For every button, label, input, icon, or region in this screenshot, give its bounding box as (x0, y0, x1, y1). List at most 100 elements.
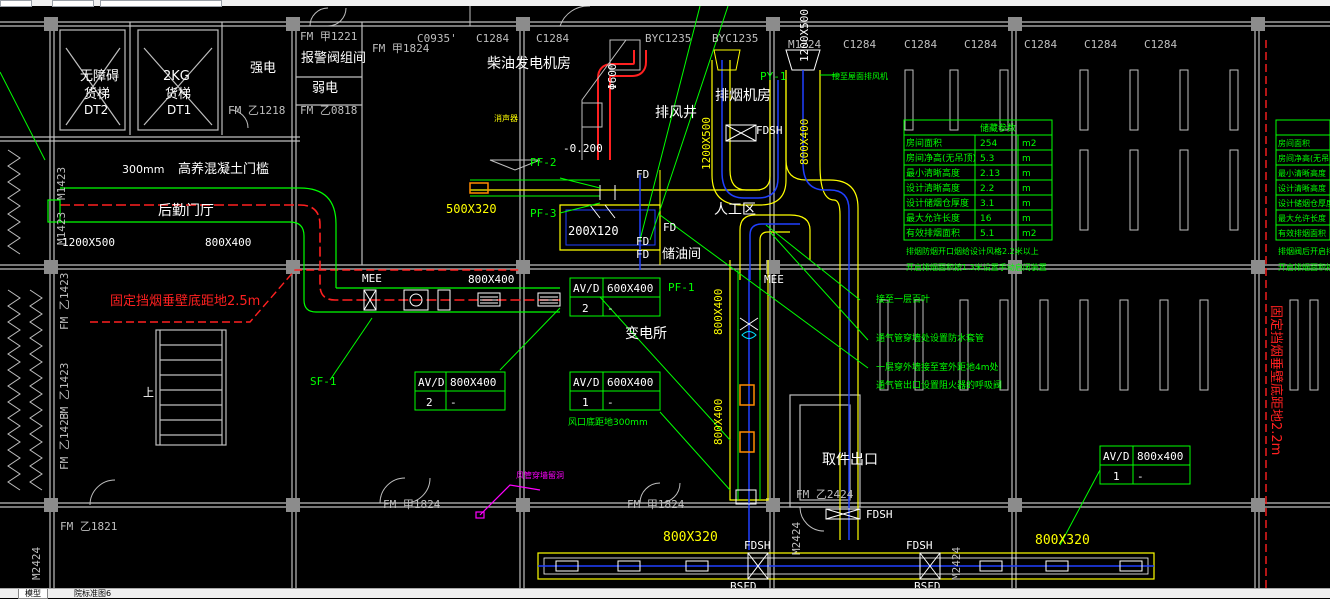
svg-text:SF-1: SF-1 (310, 375, 337, 388)
svg-text:FDSH: FDSH (744, 539, 771, 552)
svg-text:有效排烟面积: 有效排烟面积 (906, 227, 960, 239)
room-label: 排风井 (655, 105, 697, 121)
svg-text:1200X500: 1200X500 (700, 117, 713, 170)
svg-text:800X320: 800X320 (663, 530, 718, 545)
svg-text:500X320: 500X320 (446, 202, 497, 216)
exhaust-duct-main (711, 49, 861, 550)
svg-text:FM 甲1824: FM 甲1824 (372, 42, 430, 55)
av-table-1 (569, 277, 661, 317)
svg-text:FDSH: FDSH (866, 508, 893, 521)
svg-text:BSFD: BSFD (730, 580, 757, 588)
door-tags: FM 甲1221 FM 甲1824 C0935' C1284 C1284 BYC… (30, 30, 1177, 580)
room-label: 后勤门厅 (158, 203, 214, 219)
svg-text:-0.200: -0.200 (563, 142, 603, 155)
tab-model[interactable]: 模型 (18, 589, 48, 599)
svg-text:800X400: 800X400 (450, 376, 496, 389)
room-labels: 无障碍 货梯 DT2 2KG 货梯 DT1 强电 报警阀组间 弱电 柴油发电机房… (80, 50, 878, 468)
duct-note: 通气管出口设置阻火器的呼吸阀 (876, 379, 1002, 391)
svg-text:设计储烟仓厚度: 设计储烟仓厚度 (906, 197, 969, 209)
svg-text:BYC1235: BYC1235 (645, 32, 691, 45)
svg-text:FD: FD (636, 235, 649, 248)
room-label: 人工区 (714, 202, 756, 218)
svg-text:FD: FD (636, 168, 649, 181)
svg-text:MEE: MEE (362, 272, 382, 285)
svg-text:FM 甲1824: FM 甲1824 (383, 498, 441, 511)
svg-text:FDSH: FDSH (756, 124, 783, 137)
svg-text:FD: FD (636, 248, 649, 261)
supply-duct (47, 187, 560, 313)
toolbar-field[interactable] (0, 0, 32, 7)
svg-text:C0935': C0935' (417, 32, 457, 45)
svg-text:m: m (1022, 184, 1031, 194)
svg-text:800X400: 800X400 (468, 273, 514, 286)
svg-text:M2424: M2424 (950, 547, 963, 580)
svg-text:Φ600: Φ600 (606, 64, 619, 91)
room-label: 储油间 (662, 247, 701, 262)
room-label: 300mm (122, 163, 164, 176)
svg-text:设计清晰高度: 设计清晰高度 (906, 182, 960, 194)
svg-text:1200X500: 1200X500 (798, 9, 811, 62)
equipment-tags: MEE MEE PF-1 PF-2 PF-3 PY-1 SF-1 FD FD F… (310, 70, 941, 588)
svg-text:2.2: 2.2 (980, 184, 994, 194)
smoke-wall-note: 固定挡烟垂壁底距地2.2m (1268, 305, 1284, 455)
svg-text:600X400: 600X400 (607, 376, 653, 389)
opening-note: 风管穿墙留洞 (516, 470, 564, 480)
svg-text:-: - (607, 302, 614, 315)
svg-text:C1284: C1284 (904, 38, 937, 51)
parking-stalls (879, 69, 1319, 391)
av-table-2 (414, 371, 506, 411)
svg-text:m: m (1022, 154, 1031, 164)
svg-text:16: 16 (980, 214, 992, 224)
duct-note: 一层穿外墙接至室外距地4m处 (876, 361, 999, 373)
svg-text:房间净高(无吊顶): 房间净高(无吊顶) (1278, 153, 1330, 163)
svg-text:AV/D: AV/D (573, 376, 600, 389)
structural-columns (44, 17, 1265, 512)
toolbar-field[interactable] (100, 0, 222, 7)
svg-text:房间面积: 房间面积 (1278, 138, 1310, 148)
room-label: 强电 (250, 61, 276, 76)
duct-fittings (363, 289, 561, 311)
toolbar-strip (0, 0, 1330, 7)
svg-text:FD: FD (663, 221, 676, 234)
svg-text:PY-1: PY-1 (760, 70, 787, 83)
svg-text:M2424: M2424 (30, 547, 43, 580)
svg-text:BSFD: BSFD (914, 580, 941, 588)
svg-text:1: 1 (582, 396, 589, 409)
svg-text:2: 2 (582, 302, 589, 315)
av-table-4 (1099, 445, 1191, 485)
smoke-barrier-lines (90, 40, 1267, 588)
room-label: 柴油发电机房 (487, 56, 571, 72)
tab-layout[interactable]: 院标准图6 (74, 589, 112, 598)
svg-text:800X400: 800X400 (798, 119, 811, 165)
svg-text:排烟防烟开口烟给设计风格2.2米以上: 排烟防烟开口烟给设计风格2.2米以上 (906, 246, 1039, 256)
svg-text:开启排烟面积按: 开启排烟面积按 (1278, 262, 1330, 272)
door-swings (89, 6, 825, 532)
svg-text:设计储烟仓厚度: 设计储烟仓厚度 (1278, 198, 1330, 208)
room-label: 货梯 (84, 86, 110, 102)
room-label: DT1 (167, 103, 191, 117)
svg-text:C1284: C1284 (476, 32, 509, 45)
exhaust-duct-diesel (469, 39, 760, 270)
svg-text:AV/D: AV/D (1103, 450, 1130, 463)
room-label: 排烟机房 (715, 88, 771, 104)
svg-text:800X400: 800X400 (205, 236, 251, 249)
svg-text:房间面积: 房间面积 (906, 137, 942, 149)
room-label: 变电所 (625, 326, 667, 342)
svg-text:消声器: 消声器 (494, 113, 518, 123)
svg-text:最大允许长度: 最大允许长度 (906, 212, 960, 224)
toolbar-field[interactable] (52, 0, 94, 7)
cad-drawing-canvas[interactable]: 无障碍 货梯 DT2 2KG 货梯 DT1 强电 报警阀组间 弱电 柴油发电机房… (0, 6, 1330, 588)
room-label: 取件出口 (822, 452, 878, 468)
svg-text:C1284: C1284 (536, 32, 569, 45)
left-wall-hatch (7, 149, 43, 491)
svg-text:AV/D: AV/D (418, 376, 445, 389)
svg-text:5.1: 5.1 (980, 229, 994, 239)
svg-text:M1224: M1224 (788, 38, 821, 51)
svg-text:房间净高(无吊顶): 房间净高(无吊顶) (906, 152, 976, 164)
room-label: 货梯 (165, 86, 191, 102)
svg-text:800X320: 800X320 (1035, 533, 1090, 548)
svg-text:3.1: 3.1 (980, 199, 994, 209)
svg-text:M2424: M2424 (790, 522, 803, 555)
smoke-wall-note: 固定挡烟垂壁底距地2.5m (110, 293, 260, 309)
